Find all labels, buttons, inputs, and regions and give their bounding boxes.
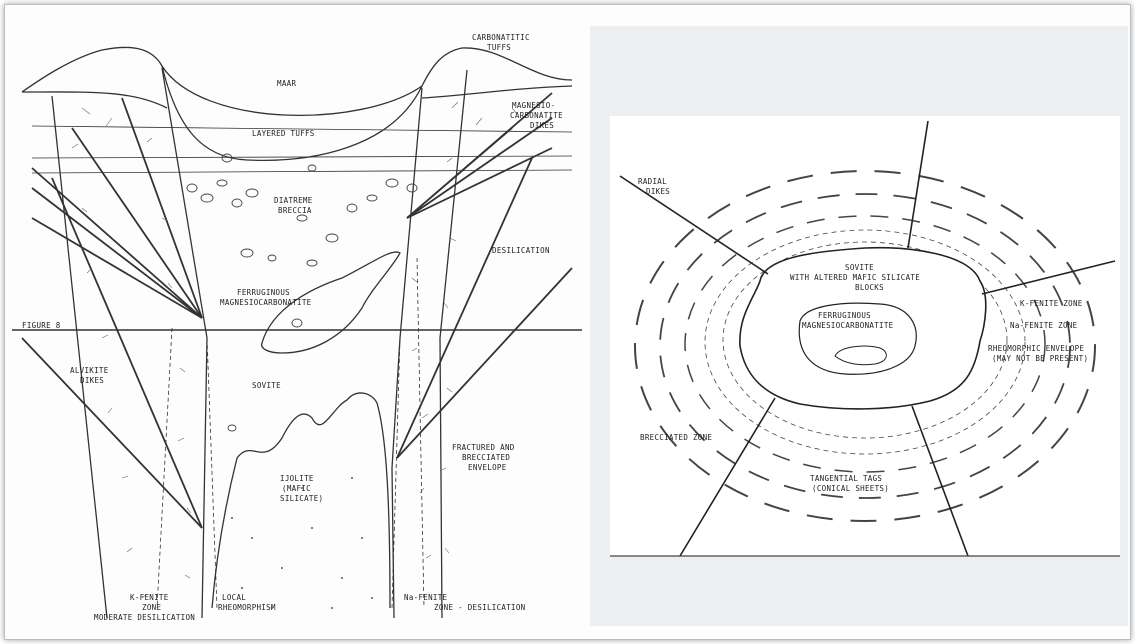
label-sovite-1: SOVITE [845, 263, 874, 272]
label-radial-1: RADIAL [638, 177, 667, 186]
label-magnesio-3: DIKES [530, 121, 554, 130]
label-local-1: LOCAL [222, 593, 246, 602]
label-kfenite-1: K-FENITE [130, 593, 169, 602]
label-alvikite-1: ALVIKITE [70, 366, 109, 375]
label-desilication: DESILICATION [492, 246, 550, 255]
label-sovite-2: WITH ALTERED MAFIC SILICATE [790, 273, 920, 282]
label-magnesio-1: MAGNESIO- [512, 101, 555, 110]
inner-left-wall [162, 68, 207, 618]
label-tangential-1: TANGENTIAL TAGS [810, 474, 882, 483]
label-rheo-1: RHEOMORPHIC ENVELOPE [988, 344, 1084, 353]
label-ijolite-2: (MAFIC [282, 484, 311, 493]
cross-section-diagram: MAAR CARBONATITIC TUFFS MAGNESIO- CARBON… [12, 8, 582, 636]
label-fractured-2: BRECCIATED [462, 453, 510, 462]
label-carbonatitic-1: CARBONATITIC [472, 33, 530, 42]
label-ferruginous-2: MAGNESIOCARBONATITE [220, 298, 312, 307]
label-kfenite: K-FENITE ZONE [1020, 299, 1083, 308]
label-ferruginous-2: MAGNESIOCARBONATITE [802, 321, 894, 330]
label-magnesio-2: CARBONATITE [510, 111, 563, 120]
label-nafenite: Na-FENITE ZONE [1010, 321, 1078, 330]
outer-right-wall [440, 70, 467, 618]
label-local-2: RHEOMORPHISM [218, 603, 276, 612]
label-diatreme-2: BRECCIA [278, 206, 312, 215]
label-rheo-2: (MAY NOT BE PRESENT) [992, 354, 1088, 363]
cross-section-svg: MAAR CARBONATITIC TUFFS MAGNESIO- CARBON… [12, 8, 582, 636]
label-sovite: SOVITE [252, 381, 281, 390]
label-fractured-3: ENVELOPE [468, 463, 507, 472]
plan-view-svg: RADIAL DIKES SOVITE WITH ALTERED MAFIC S… [590, 26, 1128, 626]
label-nafenite-2: ZONE - DESILICATION [434, 603, 526, 612]
label-brecciated: BRECCIATED ZONE [640, 433, 712, 442]
tuff-cone-outline [22, 47, 572, 115]
label-tangential-2: (CONICAL SHEETS) [812, 484, 889, 493]
label-nafenite: Na-FENITE [404, 593, 448, 602]
label-ferruginous-1: FERRUGINOUS [237, 288, 290, 297]
label-sovite-3: BLOCKS [855, 283, 884, 292]
label-ferruginous-1: FERRUGINOUS [818, 311, 871, 320]
label-diatreme-1: DIATREME [274, 196, 313, 205]
wall-texture [72, 102, 517, 598]
label-layered-tuffs: LAYERED TUFFS [252, 129, 315, 138]
label-alvikite-2: DIKES [80, 376, 104, 385]
label-figure-ref: FIGURE 8 [22, 321, 61, 330]
plan-view-diagram: RADIAL DIKES SOVITE WITH ALTERED MAFIC S… [590, 26, 1128, 626]
label-maar: MAAR [277, 79, 296, 88]
label-carbonatitic-2: TUFFS [487, 43, 511, 52]
label-radial-2: DIKES [646, 187, 670, 196]
label-ijolite-3: SILICATE) [280, 494, 323, 503]
outer-left-wall [52, 96, 107, 618]
label-kfenite-2: ZONE [142, 603, 161, 612]
label-kfenite-3: MODERATE DESILICATION [94, 613, 195, 622]
label-ijolite-1: IJOLITE [280, 474, 314, 483]
inner-right-wall [392, 88, 422, 618]
label-fractured-1: FRACTURED AND [452, 443, 515, 452]
